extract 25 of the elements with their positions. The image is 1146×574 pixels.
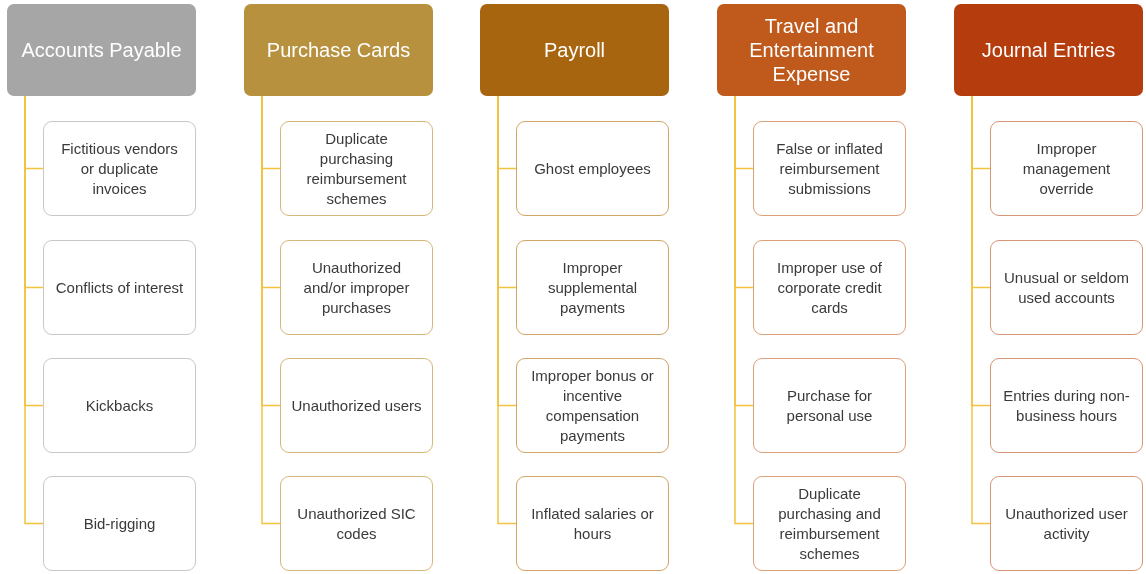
risk-box: Unauthorized and/or improper purchases: [280, 240, 433, 335]
risk-box: Unauthorized SIC codes: [280, 476, 433, 571]
risk-box: Unauthorized user activity: [990, 476, 1143, 571]
risk-box: Unusual or seldom used accounts: [990, 240, 1143, 335]
risk-box: Entries during non-business hours: [990, 358, 1143, 453]
category-header: Accounts Payable: [7, 4, 196, 96]
risk-box: Duplicate purchasing and reimbursement schemes: [753, 476, 906, 571]
risk-box: Unauthorized users: [280, 358, 433, 453]
risk-box: Improper management override: [990, 121, 1143, 216]
risk-box: Improper supplemental payments: [516, 240, 669, 335]
category-header: Purchase Cards: [244, 4, 433, 96]
risk-box: Kickbacks: [43, 358, 196, 453]
category-header: Travel and Entertainment Expense: [717, 4, 906, 96]
category-header: Journal Entries: [954, 4, 1143, 96]
risk-box: Improper bonus or incentive compensation payments: [516, 358, 669, 453]
risk-box: Improper use of corporate credit cards: [753, 240, 906, 335]
risk-box: Ghost employees: [516, 121, 669, 216]
risk-box: Fictitious vendors or duplicate invoices: [43, 121, 196, 216]
category-header: Payroll: [480, 4, 669, 96]
risk-box: Bid-rigging: [43, 476, 196, 571]
risk-box: Duplicate purchasing reimbursement schemes: [280, 121, 433, 216]
risk-box: Conflicts of interest: [43, 240, 196, 335]
risk-box: Purchase for personal use: [753, 358, 906, 453]
risk-box: False or inflated reimbursement submissions: [753, 121, 906, 216]
risk-box: Inflated salaries or hours: [516, 476, 669, 571]
